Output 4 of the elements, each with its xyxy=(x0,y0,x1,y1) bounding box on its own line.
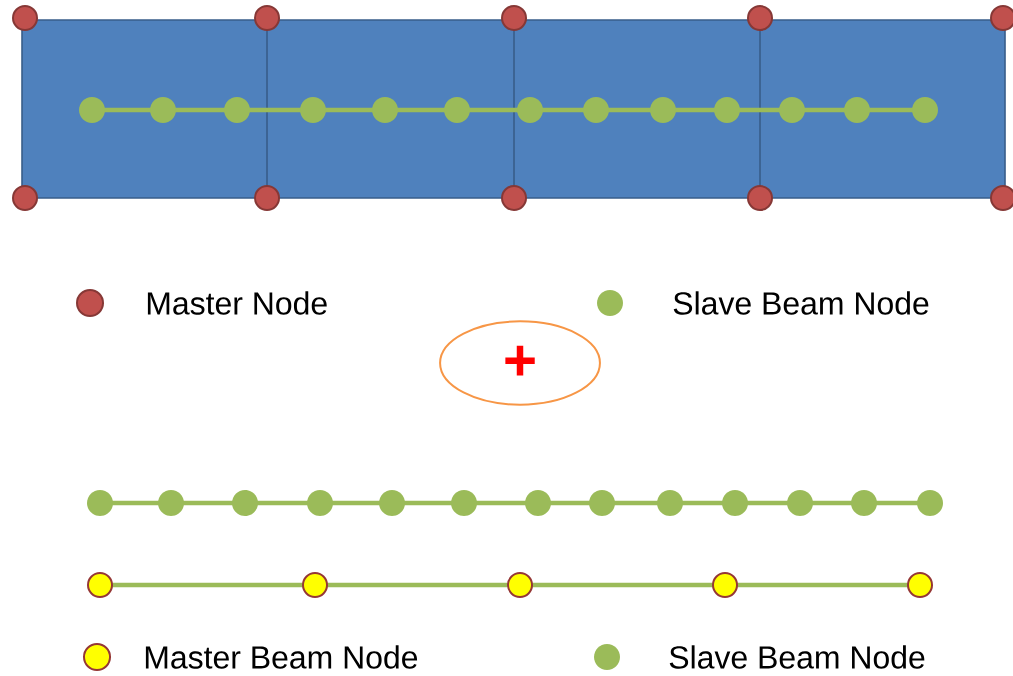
legend-label: Master Beam Node xyxy=(145,645,418,669)
legend-label: Slave Beam Node xyxy=(669,645,925,669)
legend-label: Master Node xyxy=(147,291,327,315)
legend-label: Slave Beam Node xyxy=(673,291,929,315)
